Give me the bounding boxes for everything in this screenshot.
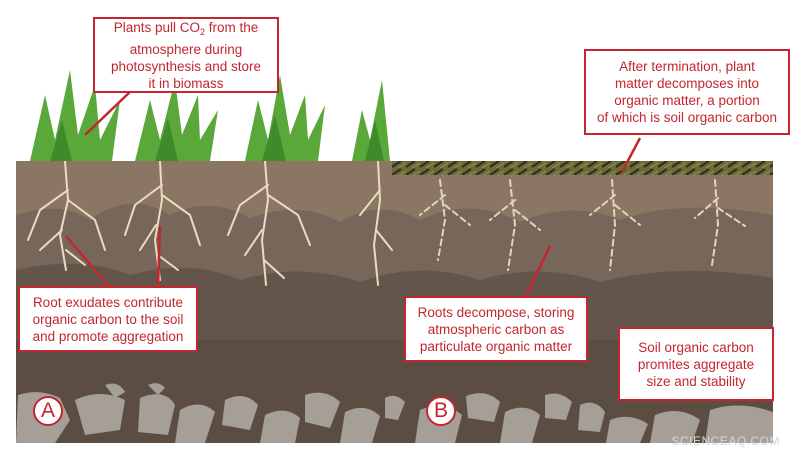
callout-roots-decompose: Roots decompose, storing atmospheric car… xyxy=(404,296,588,362)
callout-soc-aggregate: Soil organic carbon promites aggregate s… xyxy=(618,327,774,401)
living-roots xyxy=(27,161,393,286)
watermark: SCIENCEAQ.COM xyxy=(671,434,780,448)
panel-label-b: B xyxy=(426,396,456,426)
grass-plants xyxy=(30,70,390,161)
callout-termination: After termination, plant matter decompos… xyxy=(584,49,790,135)
panel-label-a: A xyxy=(33,396,63,426)
litter-layer xyxy=(392,161,773,175)
callout-pointers xyxy=(65,89,642,299)
rock-layer xyxy=(16,383,773,443)
callout-root-exudates: Root exudates contribute organic carbon … xyxy=(18,286,198,352)
decomposing-roots xyxy=(419,179,746,271)
callout-photosynthesis: Plants pull CO2 from the atmosphere duri… xyxy=(93,17,279,93)
